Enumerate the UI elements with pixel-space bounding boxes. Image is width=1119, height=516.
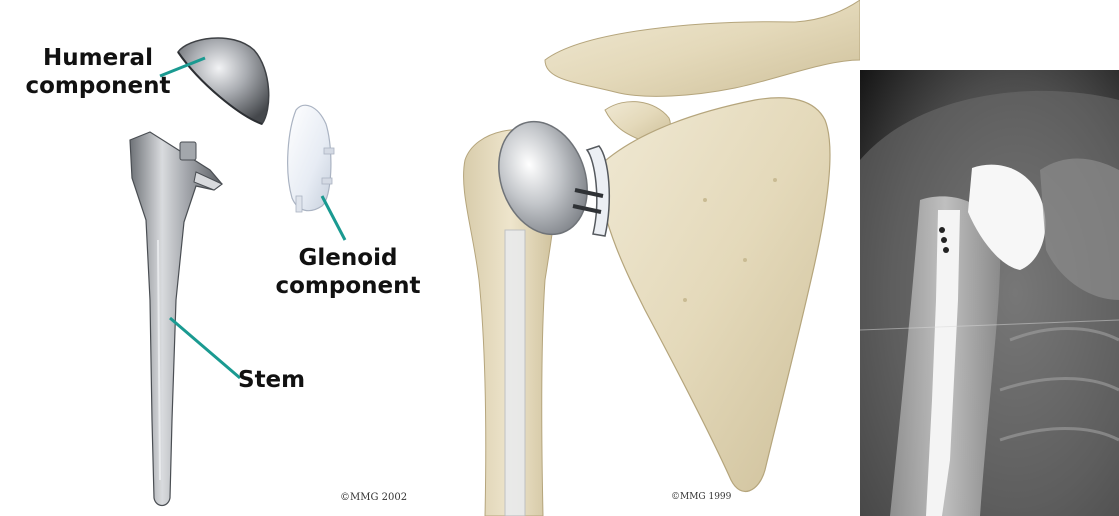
glenoid-label-line1: Glenoid [268, 244, 428, 272]
stem-leader-line [170, 318, 240, 378]
humeral-component-label: Humeral component [18, 44, 178, 100]
stem-label: Stem [238, 366, 305, 394]
glenoid-component-label: Glenoid component [268, 244, 428, 300]
glenoid-component-shape [288, 105, 334, 212]
acromion-bone [545, 0, 860, 96]
shoulder-xray-image [860, 0, 1119, 516]
humeral-label-line2: component [18, 72, 178, 100]
humeral-label-line1: Humeral [18, 44, 178, 72]
copyright-middle: ©MMG 1999 [671, 492, 731, 502]
xray-image-panel [860, 0, 1119, 516]
implanted-shoulder-panel: ©MMG 1999 [445, 0, 860, 516]
copyright-left: ©MMG 2002 [340, 492, 407, 503]
humeral-head-dome [178, 38, 269, 124]
scapula-bone [595, 98, 830, 492]
shoulder-anatomy-illustration [445, 0, 860, 516]
glenoid-leader-line [322, 196, 345, 240]
implant-components-panel: Humeral component Glenoid component Stem… [0, 0, 445, 516]
implant-stem-in-bone [505, 230, 525, 516]
humeral-stem-shape [130, 132, 222, 506]
glenoid-implant [587, 146, 609, 236]
glenoid-label-line2: component [268, 272, 428, 300]
